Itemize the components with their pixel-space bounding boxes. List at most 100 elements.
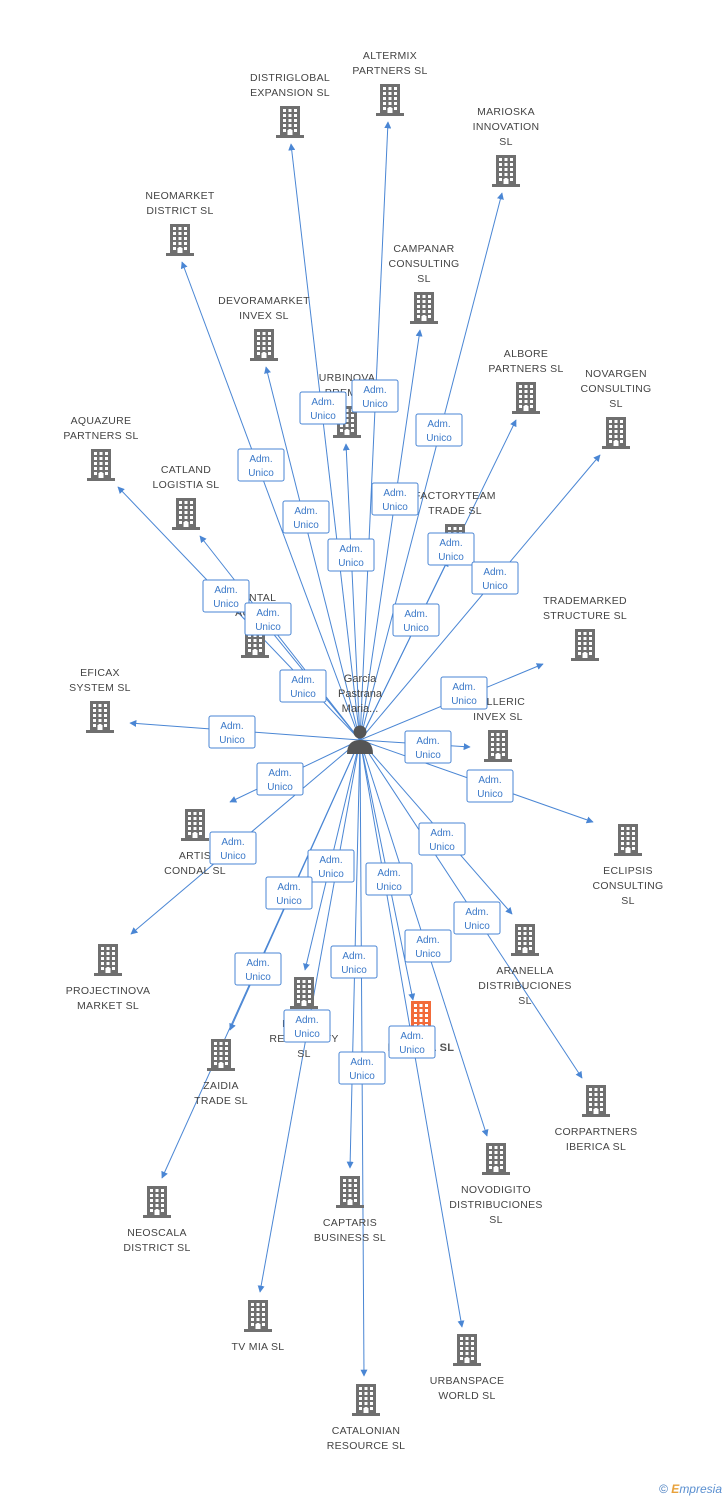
edge-label-text: Adm.Unico (245, 958, 271, 983)
edge-label-catalonian[interactable]: Adm.Unico (338, 1051, 386, 1085)
edge-distriglobal (288, 143, 361, 741)
empresia-logo[interactable]: Empresia (671, 1482, 722, 1496)
edge-label-line: Adm. (256, 608, 279, 619)
company-node-tvmia[interactable]: TV MIA SL (232, 1300, 285, 1353)
company-label-line: MARKET SL (77, 1000, 139, 1012)
company-label-line: TRADE SL (194, 1095, 248, 1107)
edge-label-tvmia[interactable]: Adm.Unico (283, 1009, 331, 1043)
edge-label-line: Adm. (311, 397, 334, 408)
edge-label-urbinova[interactable]: Adm.Unico (327, 538, 375, 572)
edge-label-text: Adm.Unico (399, 1031, 425, 1056)
edge-label-factoryteam[interactable]: Adm.Unico (392, 603, 440, 637)
edge-label-catland[interactable]: Adm.Unico (244, 602, 292, 636)
edge-label-corpartners[interactable]: Adm.Unico (453, 901, 501, 935)
edge-label-zaidia[interactable]: Adm.Unico (265, 876, 313, 910)
edge-label-novodigito[interactable]: Adm.Unico (404, 929, 452, 963)
edge-label-eficax[interactable]: Adm.Unico (208, 715, 256, 749)
company-label-line: INNOVATION (473, 121, 540, 133)
edge-label-captaris[interactable]: Adm.Unico (330, 945, 378, 979)
edge-label-artis[interactable]: Adm.Unico (256, 762, 304, 796)
edge-label-box (388, 1025, 436, 1059)
edge-label-box (299, 391, 347, 425)
edge-label-box (202, 579, 250, 613)
edge-label-text: Adm.Unico (362, 385, 388, 410)
edge-label-text: Adm.Unico (310, 397, 336, 422)
edge-label-box (283, 1009, 331, 1043)
edge-label-galleric[interactable]: Adm.Unico (404, 730, 452, 764)
edge-label-neomarket[interactable]: Adm.Unico (237, 448, 285, 482)
edge-label-line: Adm. (416, 736, 439, 747)
edge-label-campanar[interactable]: Adm.Unico (371, 482, 419, 516)
edge-label-box (415, 413, 463, 447)
company-label-line: NOVODIGITO (461, 1184, 531, 1196)
edge-label-eclipsis[interactable]: Adm.Unico (466, 769, 514, 803)
company-label-line: DISTRIGLOBAL (250, 72, 330, 84)
company-label-line: TRADE SL (428, 505, 482, 517)
copyright-symbol: © (659, 1482, 668, 1496)
edge-label-urbanspace[interactable]: Adm.Unico (388, 1025, 436, 1059)
edge-label-devoramarket[interactable]: Adm.Unico (282, 500, 330, 534)
edge-label-aranella[interactable]: Adm.Unico (418, 822, 466, 856)
edge-label-line: Unico (451, 696, 477, 707)
edge-label-line: Adm. (363, 385, 386, 396)
edge-label-box (371, 482, 419, 516)
edge-label-aquazure[interactable]: Adm.Unico (202, 579, 250, 613)
company-node-urbanspace[interactable]: URBANSPACE WORLD SL (430, 1334, 505, 1402)
edge-label-rental[interactable]: Adm.Unico (279, 669, 327, 703)
edge-label-trademarked[interactable]: Adm.Unico (440, 676, 488, 710)
edge-label-line: Unico (477, 789, 503, 800)
edge-label-line: Unico (290, 689, 316, 700)
edge-label-projectinova[interactable]: Adm.Unico (209, 831, 257, 865)
edge-label-altermix[interactable]: Adm.Unico (351, 379, 399, 413)
edge-label-novargen[interactable]: Adm.Unico (471, 561, 519, 595)
edge-label-iberica[interactable]: Adm.Unico (307, 849, 355, 883)
novargen-building-icon (602, 417, 630, 449)
company-label-line: DISTRIBUCIONES (478, 980, 571, 992)
company-label-line: DISTRIBUCIONES (449, 1199, 542, 1211)
edge-catland (199, 535, 361, 741)
campanar-building-icon (410, 292, 438, 324)
company-label-line: URBANSPACE (430, 1375, 505, 1387)
edge-label-albore[interactable]: Adm.Unico (427, 532, 475, 566)
company-label-line: WORLD SL (438, 1390, 495, 1402)
neoscala-building-icon (143, 1186, 171, 1218)
company-label-line: SL (518, 995, 531, 1007)
company-label-line: TRADEMARKED (543, 595, 627, 607)
edge-label-text: Adm.Unico (438, 538, 464, 563)
edge-label-line: Adm. (400, 1031, 423, 1042)
edge-label-neoscala[interactable]: Adm.Unico (234, 952, 282, 986)
edge-label-box (265, 876, 313, 910)
edge-label-marioska[interactable]: Adm.Unico (415, 413, 463, 447)
edge-label-distriglobal[interactable]: Adm.Unico (299, 391, 347, 425)
company-label-line: MARIOSKA (477, 106, 535, 118)
marioska-building-icon (492, 155, 520, 187)
edge-label-merkal[interactable]: Adm.Unico (365, 862, 413, 896)
